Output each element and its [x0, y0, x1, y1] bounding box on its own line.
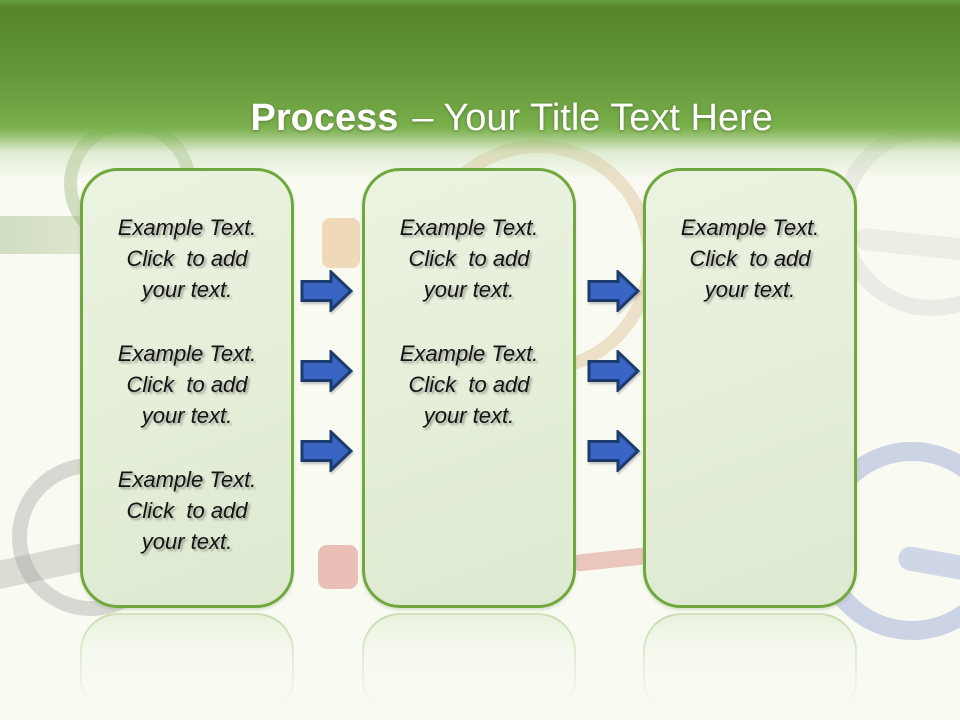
text-line: Example Text.: [117, 467, 257, 492]
process-box-3-text: Example Text. Click to add your text.: [646, 171, 854, 305]
text-placeholder-paragraph[interactable]: Example Text. Click to add your text.: [83, 464, 291, 557]
arrow-right-icon: [300, 430, 353, 472]
arrow-right-icon: [300, 350, 353, 392]
arrow-right-icon: [587, 270, 640, 312]
process-box-1-text: Example Text. Click to add your text. Ex…: [83, 171, 291, 557]
process-box-2[interactable]: Example Text. Click to add your text. Ex…: [362, 168, 576, 608]
text-line: your text.: [423, 403, 515, 428]
text-placeholder-paragraph[interactable]: Example Text. Click to add your text.: [83, 212, 291, 305]
text-line: Example Text.: [117, 215, 257, 240]
box-reflection: [361, 613, 577, 718]
text-line: Click to add: [689, 246, 811, 271]
text-line: Click to add: [408, 372, 530, 397]
text-line: your text.: [704, 277, 796, 302]
text-placeholder-paragraph[interactable]: Example Text. Click to add your text.: [83, 338, 291, 431]
page-title-keyword: Process: [250, 97, 399, 139]
text-line: your text.: [141, 529, 233, 554]
header-banner: Process – Your Title Text Here: [0, 0, 960, 185]
process-box-1[interactable]: Example Text. Click to add your text. Ex…: [80, 168, 294, 608]
text-line: Click to add: [126, 246, 248, 271]
text-line: your text.: [141, 403, 233, 428]
page-title: Process – Your Title Text Here: [0, 52, 960, 184]
ribbon-curve-pink: [571, 546, 651, 573]
text-line: Example Text.: [399, 341, 539, 366]
text-line: Click to add: [408, 246, 530, 271]
text-line: Click to add: [126, 372, 248, 397]
ribbon-segment-pink: [318, 545, 358, 589]
ribbon-segment-tan: [322, 218, 360, 268]
text-placeholder-paragraph[interactable]: Example Text. Click to add your text.: [646, 212, 854, 305]
text-line: Example Text.: [680, 215, 820, 240]
arrow-right-icon: [587, 350, 640, 392]
process-box-2-text: Example Text. Click to add your text. Ex…: [365, 171, 573, 431]
text-line: your text.: [141, 277, 233, 302]
arrow-right-icon: [300, 270, 353, 312]
text-line: Example Text.: [117, 341, 257, 366]
text-line: your text.: [423, 277, 515, 302]
text-placeholder-paragraph[interactable]: Example Text. Click to add your text.: [365, 212, 573, 305]
text-line: Click to add: [126, 498, 248, 523]
text-line: Example Text.: [399, 215, 539, 240]
text-placeholder-paragraph[interactable]: Example Text. Click to add your text.: [365, 338, 573, 431]
box-reflection: [79, 613, 295, 718]
arrow-right-icon: [587, 430, 640, 472]
page-title-subtitle: – Your Title Text Here: [412, 97, 773, 139]
box-reflection: [642, 613, 858, 718]
process-box-3[interactable]: Example Text. Click to add your text.: [643, 168, 857, 608]
